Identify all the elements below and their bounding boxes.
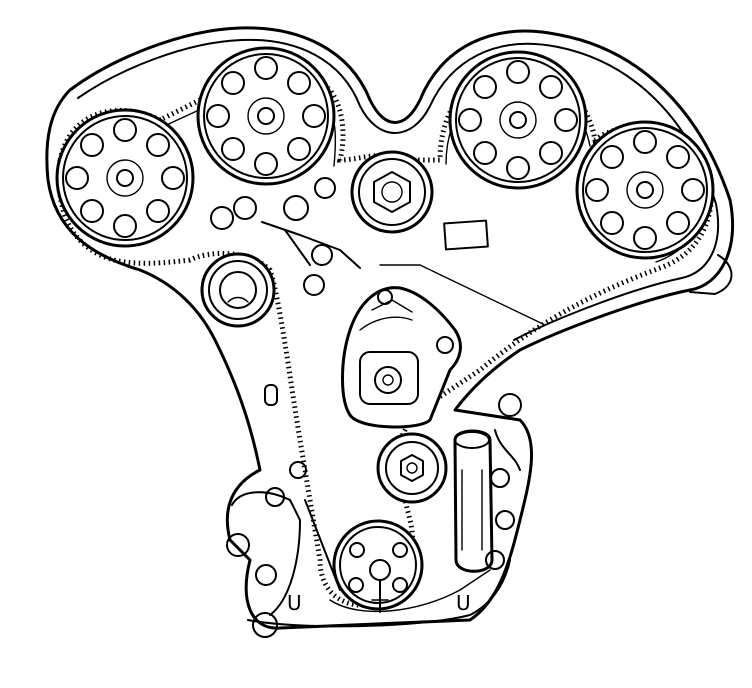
lower-left-cover [226,384,341,638]
lower-cover-edge [247,559,511,628]
left-idler-pulley [200,252,276,328]
upper-idler-pulley [350,150,434,234]
cam-sprocket-left-outer [55,108,195,248]
crankshaft-sprocket [332,519,424,613]
left-bracket-bosses [210,177,361,296]
tensioner-bracket [341,286,462,429]
cam-sprocket-left-inner [196,46,336,186]
left-mark: U [287,591,302,615]
cover-tab [443,219,489,251]
cover-hook [689,254,733,295]
leader-line [379,264,546,326]
lower-belt-run [329,569,491,613]
cam-sprocket-right-outer [575,120,715,260]
right-mounting-bosses [485,393,522,570]
tensioner-pulley [376,432,448,504]
timing-belt [56,63,714,608]
cam-sprocket-right-inner [448,50,588,190]
belt-cover-outline [45,26,735,630]
right-mark: U [456,591,471,615]
belt-cover-inner [77,38,720,341]
right-boss [453,429,494,573]
